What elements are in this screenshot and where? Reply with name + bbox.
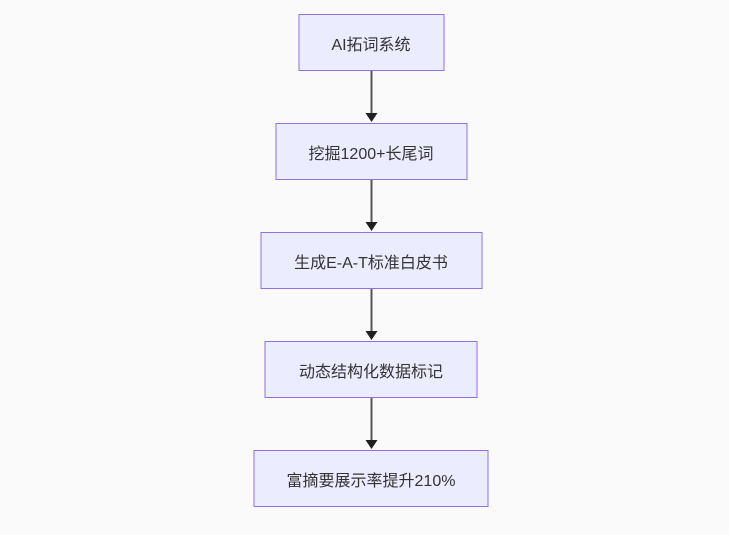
flow-node-label: AI拓词系统 <box>331 36 411 54</box>
flow-node-longtail-mining: 挖掘1200+长尾词 <box>275 123 467 180</box>
flow-node-ai-keyword-system: AI拓词系统 <box>298 14 444 71</box>
flow-node-label: 挖掘1200+长尾词 <box>308 145 434 163</box>
flow-node-label: 动态结构化数据标记 <box>298 363 443 381</box>
flow-node-eat-whitepaper: 生成E-A-T标准白皮书 <box>260 232 482 289</box>
flow-arrow-2 <box>364 180 378 232</box>
flow-node-label: 富摘要展示率提升210% <box>286 472 456 490</box>
arrow-down-icon <box>365 222 377 231</box>
flow-node-structured-data: 动态结构化数据标记 <box>264 341 478 398</box>
arrow-down-icon <box>365 440 377 449</box>
arrow-shaft <box>370 180 372 224</box>
flow-node-rich-snippet-result: 富摘要展示率提升210% <box>253 450 489 507</box>
arrow-down-icon <box>365 331 377 340</box>
flow-node-label: 生成E-A-T标准白皮书 <box>294 254 448 272</box>
arrow-shaft <box>370 398 372 442</box>
arrow-shaft <box>370 289 372 333</box>
flow-arrow-3 <box>364 289 378 341</box>
flow-arrow-4 <box>364 398 378 450</box>
arrow-shaft <box>370 71 372 115</box>
flowchart: AI拓词系统 挖掘1200+长尾词 生成E-A-T标准白皮书 动态结构化数据标记 <box>253 14 489 507</box>
arrow-down-icon <box>365 113 377 122</box>
flow-arrow-1 <box>364 71 378 123</box>
